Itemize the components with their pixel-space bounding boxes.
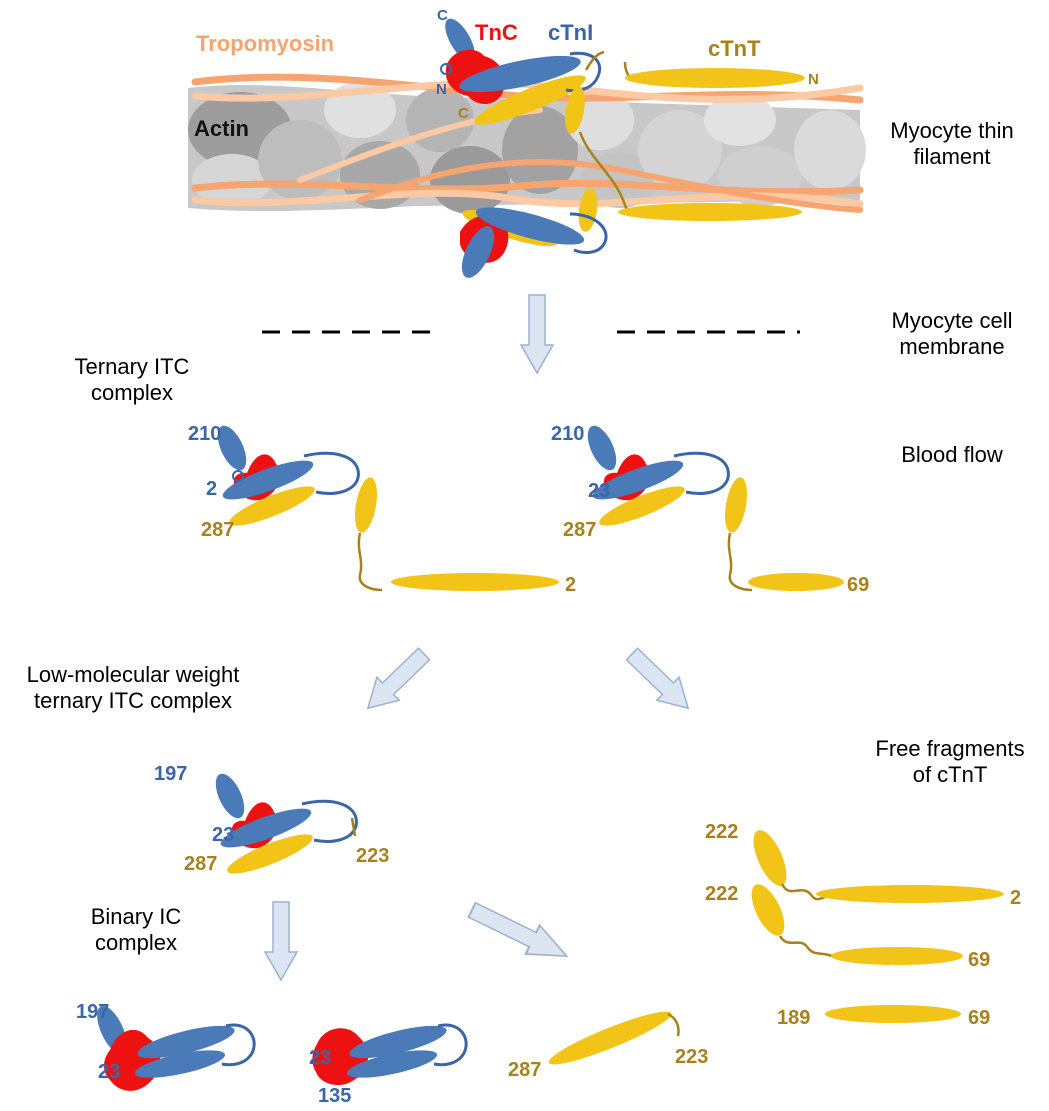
binary-right-ctni-c: 135 [318, 1085, 351, 1107]
ctni-label: cTnI [548, 20, 593, 45]
ctnt-fragment-287-223 [548, 1011, 680, 1065]
lmw-title: Low-molecular weight ternary ITC complex [0, 662, 266, 714]
ctnt-fragment-n: 223 [675, 1046, 708, 1068]
lmw-ctni-n: 23 [212, 824, 234, 846]
release-arrow [520, 294, 554, 374]
ternary-complex-right [580, 420, 844, 592]
free-fragments-title-line2: of cTnT [912, 762, 988, 787]
ternary-right-ctnt-c: 287 [563, 519, 596, 541]
binary-title: Binary IC complex [46, 904, 226, 956]
ctnt-c-terminus-label: C [458, 105, 469, 122]
ctnt-fragment-arrow [464, 894, 575, 972]
ternary-right-ctnt-n: 69 [847, 574, 869, 596]
binary-title-line1: Binary IC [90, 904, 182, 929]
ternary-right-ctni-n: 23 [588, 480, 610, 502]
membrane-caption: Myocyte cell membrane [862, 308, 1042, 360]
tnc-label: TnC [475, 20, 518, 45]
binary-complex-right [312, 1023, 468, 1086]
frag1-c: 222 [705, 821, 738, 843]
membrane-caption-line1: Myocyte cell [891, 308, 1013, 333]
frag2-c: 222 [705, 883, 738, 905]
ternary-left-ctni-n: 2 [206, 478, 217, 500]
ternary-left-ctnt-n: 2 [565, 574, 576, 596]
binary-arrow [264, 901, 298, 981]
thin-filament-caption-line2: filament [913, 144, 991, 169]
thin-filament-caption-line1: Myocyte thin [890, 118, 1014, 143]
degradation-arrow-left [356, 641, 436, 721]
lmw-title-line1: Low-molecular weight [26, 662, 240, 687]
free-fragments-title-line1: Free fragments [875, 736, 1025, 761]
binary-title-line2: complex [95, 930, 177, 955]
lmw-ctnt-c: 287 [184, 853, 217, 875]
binary-left-ctni-n: 23 [98, 1061, 120, 1083]
lmw-ctni-c: 197 [154, 763, 187, 785]
degradation-arrow-right [620, 641, 700, 721]
bottom-troponin-complex [460, 188, 802, 278]
ternary-title: Ternary ITC complex [42, 354, 222, 406]
tropomyosin-label: Tropomyosin [196, 31, 334, 56]
actin-label: Actin [194, 116, 249, 141]
ctnt-label: cTnT [708, 36, 761, 61]
frag3-n: 69 [968, 1007, 990, 1029]
lmw-title-line2: ternary ITC complex [33, 688, 233, 713]
ternary-left-ctni-c: 210 [188, 423, 221, 445]
lmw-ctnt-n: 223 [356, 845, 389, 867]
ternary-left-ctnt-c: 287 [201, 519, 234, 541]
ctnt-fragment-c: 287 [508, 1059, 541, 1081]
binary-right-ctni-n: 23 [309, 1047, 331, 1069]
free-fragments-title: Free fragments of cTnT [855, 736, 1045, 788]
membrane-caption-line2: membrane [899, 334, 1005, 359]
ctni-c-terminus-label: C [437, 7, 448, 24]
binary-left-ctni-c: 197 [76, 1001, 109, 1023]
frag3-c: 189 [777, 1007, 810, 1029]
ternary-complex-left [210, 420, 559, 592]
free-ctnt-fragments [751, 830, 1004, 1023]
thin-filament [188, 18, 866, 278]
lmw-ternary-complex [208, 768, 358, 883]
ternary-title-line1: Ternary ITC [74, 354, 190, 379]
ctnt-n-terminus-label: N [808, 71, 819, 88]
ternary-right-ctni-c: 210 [551, 423, 584, 445]
binary-complex-left [97, 1005, 256, 1091]
thin-filament-caption: Myocyte thin filament [862, 118, 1042, 170]
blood-flow-label: Blood flow [901, 442, 1003, 467]
ctni-n-terminus-label: N [436, 81, 447, 98]
top-troponin-complex [440, 18, 805, 213]
frag1-n: 2 [1010, 887, 1021, 909]
ternary-title-line2: complex [91, 380, 173, 405]
frag2-n: 69 [968, 949, 990, 971]
